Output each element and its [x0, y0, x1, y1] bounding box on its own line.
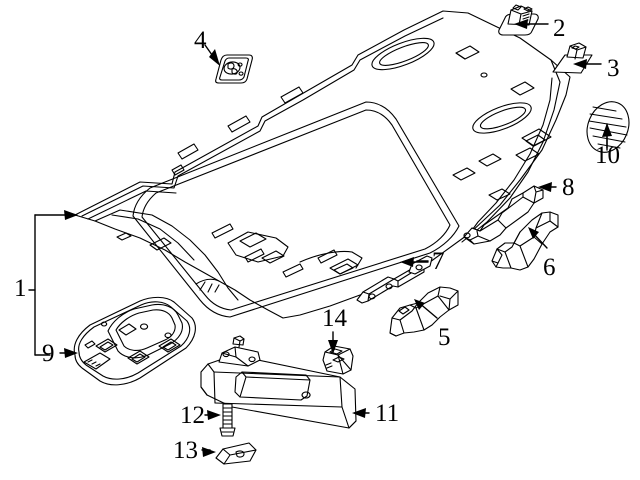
part-11-sun-visor — [200, 335, 357, 429]
part-8-handle-bracket — [463, 185, 544, 245]
part-7-bracket-strip — [356, 255, 433, 304]
callout-label-9: 9 — [42, 340, 55, 367]
part-14-support-clip — [322, 345, 354, 375]
callout-label-14: 14 — [322, 305, 347, 332]
part-12-screw — [219, 403, 236, 437]
callout-label-11: 11 — [375, 400, 400, 427]
callout-label-10: 10 — [595, 142, 620, 169]
callout-label-12: 12 — [180, 402, 205, 429]
callout-label-5: 5 — [438, 324, 451, 351]
part-3-mounting-plate — [552, 42, 593, 74]
part-9-overhead-console — [73, 296, 196, 386]
callout-label-4: 4 — [194, 27, 207, 54]
callout-label-3: 3 — [607, 55, 620, 82]
part-13-retainer-plate — [215, 442, 257, 465]
part-2-dome-light — [498, 4, 539, 36]
callout-leaders — [28, 19, 612, 457]
part-6-grab-handle — [491, 211, 559, 271]
callout-label-13: 13 — [173, 437, 198, 464]
callout-label-6: 6 — [543, 254, 556, 281]
callout-label-7: 7 — [432, 248, 445, 275]
callout-label-2: 2 — [553, 15, 566, 42]
callout-label-1: 1 — [14, 275, 27, 302]
headliner-panel — [74, 10, 571, 319]
part-4-switch-panel — [215, 54, 253, 84]
callout-label-8: 8 — [562, 174, 575, 201]
